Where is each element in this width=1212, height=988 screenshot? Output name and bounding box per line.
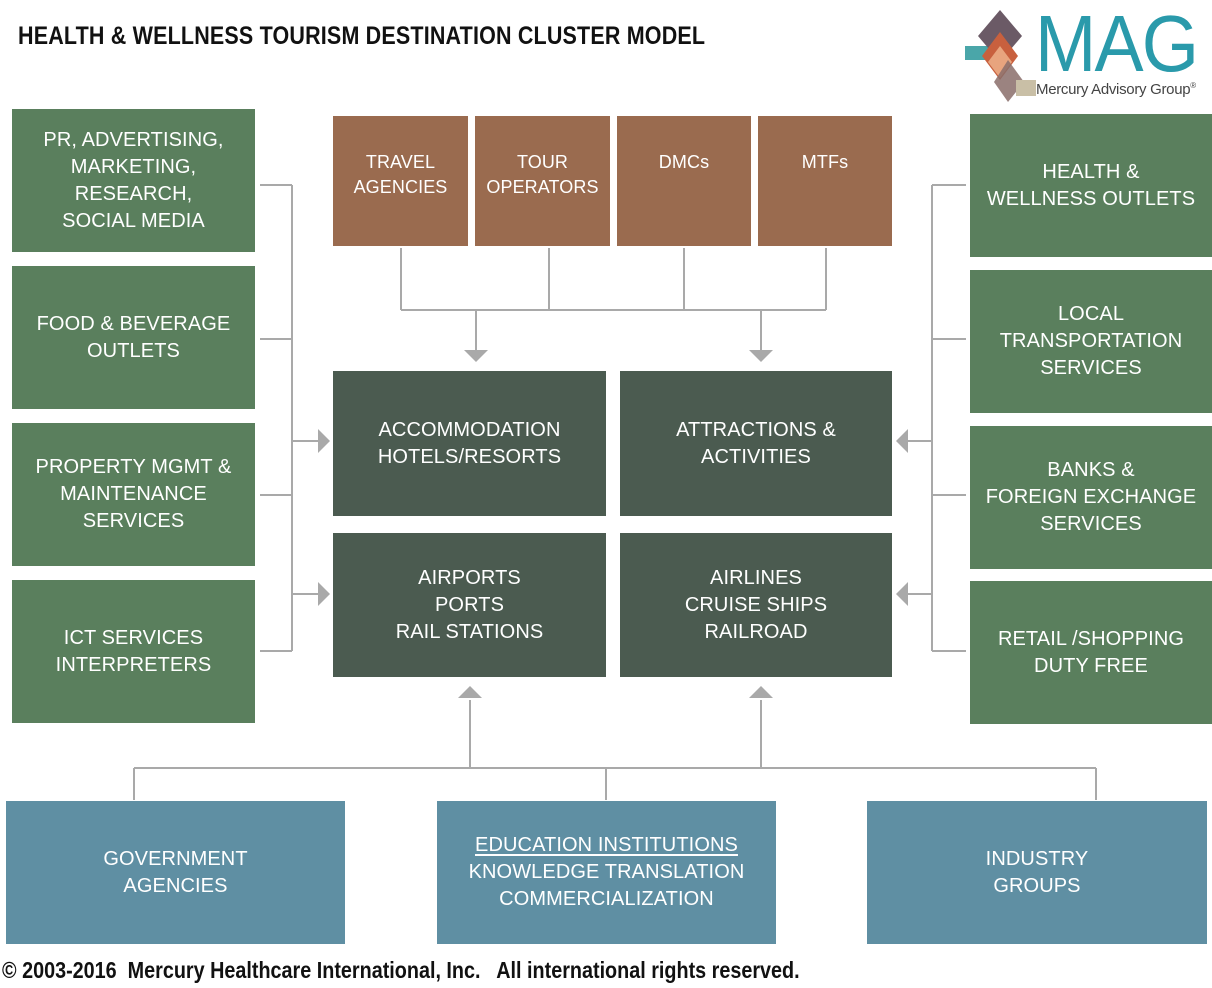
diagram-title: HEALTH & WELLNESS TOURISM DESTINATION CL… — [18, 22, 706, 50]
box-health-wellness-outlets: HEALTH &WELLNESS OUTLETS — [970, 114, 1212, 257]
box-dmcs: DMCs — [617, 116, 751, 246]
box-attractions-activities: ATTRACTIONS &ACTIVITIES — [620, 371, 892, 516]
box-mtfs: MTFs — [758, 116, 892, 246]
logo-wordmark: MAG — [1035, 0, 1199, 88]
copyright-footer: © 2003-2016 Mercury Healthcare Internati… — [2, 957, 800, 983]
mag-logo-icon — [965, 10, 1036, 102]
box-pr-advertising-marketing: PR, ADVERTISING,MARKETING,RESEARCH,SOCIA… — [12, 109, 255, 252]
logo-subtitle: Mercury Advisory Group® — [1036, 81, 1196, 98]
